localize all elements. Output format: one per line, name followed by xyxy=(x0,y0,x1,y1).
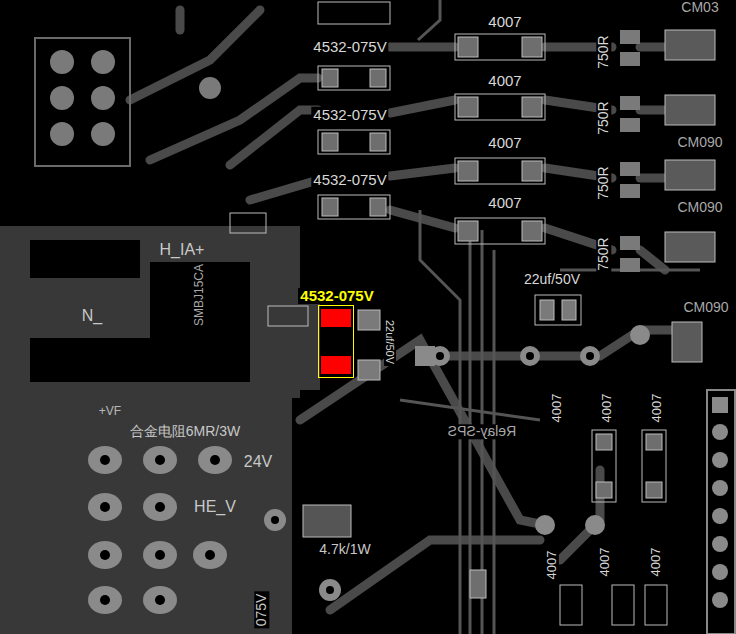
silkscreen-label: 4007 xyxy=(598,546,612,579)
silkscreen-label: SMBJ15CA xyxy=(193,262,206,328)
silkscreen-label: 4532-075V xyxy=(311,107,388,124)
silkscreen-label: 24V xyxy=(242,453,274,471)
silkscreen-label: 4007 xyxy=(600,392,614,425)
silkscreen-label: CM090 xyxy=(675,200,724,215)
silkscreen-label: 4007 xyxy=(486,14,523,31)
silkscreen-label: 4007 xyxy=(545,549,559,582)
resistor-footprint xyxy=(620,30,640,272)
silkscreen-label: 750R xyxy=(596,235,611,272)
silkscreen-label: H_IA+ xyxy=(158,241,207,259)
silkscreen-label: Relay-SPS xyxy=(446,424,518,439)
silkscreen-label: 4532-075V xyxy=(311,172,388,189)
silkscreen-label: CM03 xyxy=(679,0,720,15)
silkscreen-label: 22uf/50V xyxy=(384,318,396,366)
silkscreen-label: N_ xyxy=(80,307,104,325)
through-hole-pad xyxy=(88,325,650,614)
trace xyxy=(130,10,690,610)
diode-footprint xyxy=(470,430,667,625)
silkscreen-label: 4007 xyxy=(486,195,523,212)
resistor-footprint xyxy=(303,505,351,537)
copper-pour xyxy=(0,226,320,634)
pour-cutout xyxy=(30,240,250,382)
diode-footprint xyxy=(455,34,545,244)
capacitor-footprint xyxy=(230,213,581,380)
silkscreen-label: 22uf/50V xyxy=(522,272,582,287)
silkscreen-label: 4007 xyxy=(550,392,564,425)
component-designator: 4532-075V xyxy=(298,288,375,305)
silkscreen-label: 4.7k/1W xyxy=(317,542,372,557)
connector-footprint xyxy=(35,38,221,166)
silkscreen-label: 075V xyxy=(254,592,269,629)
selected-pad xyxy=(321,309,351,374)
silkscreen-label: 4532-075V xyxy=(311,39,388,56)
thin-trace xyxy=(400,0,700,634)
selected-component: 4532-075V xyxy=(318,305,354,378)
silkscreen-label: HE_V xyxy=(192,498,238,516)
silkscreen-label: CM090 xyxy=(675,135,724,150)
silkscreen-label: 750R xyxy=(596,164,611,201)
silkscreen-label: 合金电阻6MR/3W xyxy=(128,424,242,439)
silkscreen-label: 4007 xyxy=(486,135,523,152)
silkscreen-label: 750R xyxy=(596,99,611,136)
silkscreen-label: 4007 xyxy=(649,546,663,579)
silkscreen-label: CM090 xyxy=(681,300,730,315)
silkscreen-label: +VF xyxy=(97,405,123,418)
pin-header xyxy=(707,390,735,634)
silkscreen-label: 750R xyxy=(596,33,611,70)
silkscreen-label: 4007 xyxy=(650,392,664,425)
silkscreen-label: 4007 xyxy=(486,73,523,90)
